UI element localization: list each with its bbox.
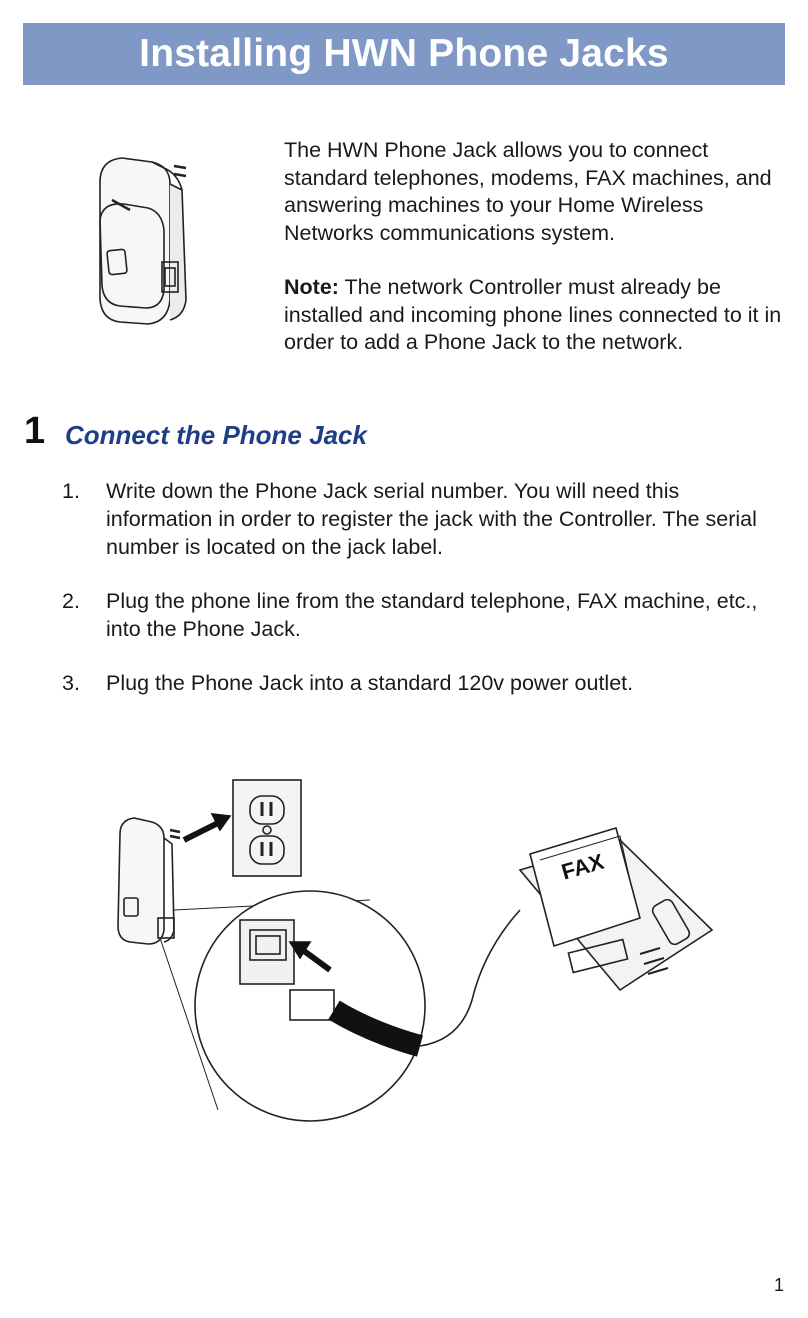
fax-machine-icon <box>518 826 714 992</box>
note-text: The network Controller must already be i… <box>284 275 782 354</box>
section-number: 1 <box>24 410 46 452</box>
intro-text: The HWN Phone Jack allows you to connect… <box>284 137 790 384</box>
step-number: 2. <box>62 589 80 613</box>
phone-jack-illustration <box>99 157 187 325</box>
title-bar: Installing HWN Phone Jacks <box>23 23 785 85</box>
power-outlet-icon <box>232 779 302 877</box>
phone-jack-device-icon <box>117 817 181 945</box>
list-item: 1. Write down the Phone Jack serial numbe… <box>62 477 762 561</box>
list-item: 3. Plug the Phone Jack into a standard 12… <box>62 669 762 697</box>
step-text: Write down the Phone Jack serial number.… <box>106 479 757 559</box>
step-number: 3. <box>62 671 80 695</box>
installation-illustration: FAX <box>117 779 714 1122</box>
section-title: Connect the Phone Jack <box>65 420 367 450</box>
note-paragraph: Note: The network Controller must alread… <box>284 274 790 357</box>
step-number: 1. <box>62 479 80 503</box>
step-text: Plug the Phone Jack into a standard 120v… <box>106 671 634 695</box>
page-number: 1 <box>773 1275 784 1295</box>
page-title: Installing HWN Phone Jacks <box>139 32 669 75</box>
note-label: Note: <box>284 275 339 299</box>
intro-paragraph: The HWN Phone Jack allows you to connect… <box>284 138 772 245</box>
steps-list: 1. Write down the Phone Jack serial numbe… <box>62 477 762 723</box>
step-text: Plug the phone line from the standard te… <box>106 589 758 641</box>
list-item: 2. Plug the phone line from the standard … <box>62 587 762 643</box>
magnified-jack-icon <box>194 890 426 1122</box>
